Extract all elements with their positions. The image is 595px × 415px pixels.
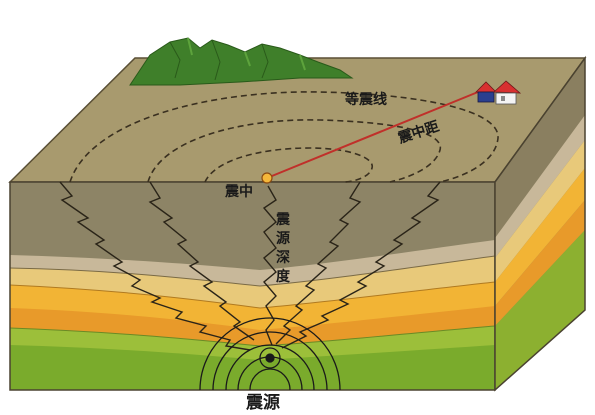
- focal-depth-char-2: 源: [276, 230, 290, 247]
- epicentral-distance-line: [266, 91, 479, 179]
- houses: [475, 80, 522, 105]
- focal-depth-char-4: 度: [276, 268, 291, 285]
- focus-label: 震源: [245, 392, 280, 413]
- epicenter-marker: [261, 172, 273, 184]
- side-face: [495, 58, 585, 390]
- focal-depth-label: 震 源 深 度: [275, 212, 291, 285]
- isoseismal-label: 等震线: [345, 91, 387, 108]
- fracture-lines: [59, 181, 441, 351]
- focal-depth-char-1: 震: [275, 212, 291, 228]
- focus-waves: [199, 317, 341, 391]
- mountains: [129, 37, 354, 86]
- epicenter-label: 震中: [224, 183, 253, 200]
- isoseismal-lines: [69, 91, 499, 183]
- front-face: [10, 182, 495, 390]
- focal-depth-char-3: 深: [276, 249, 290, 266]
